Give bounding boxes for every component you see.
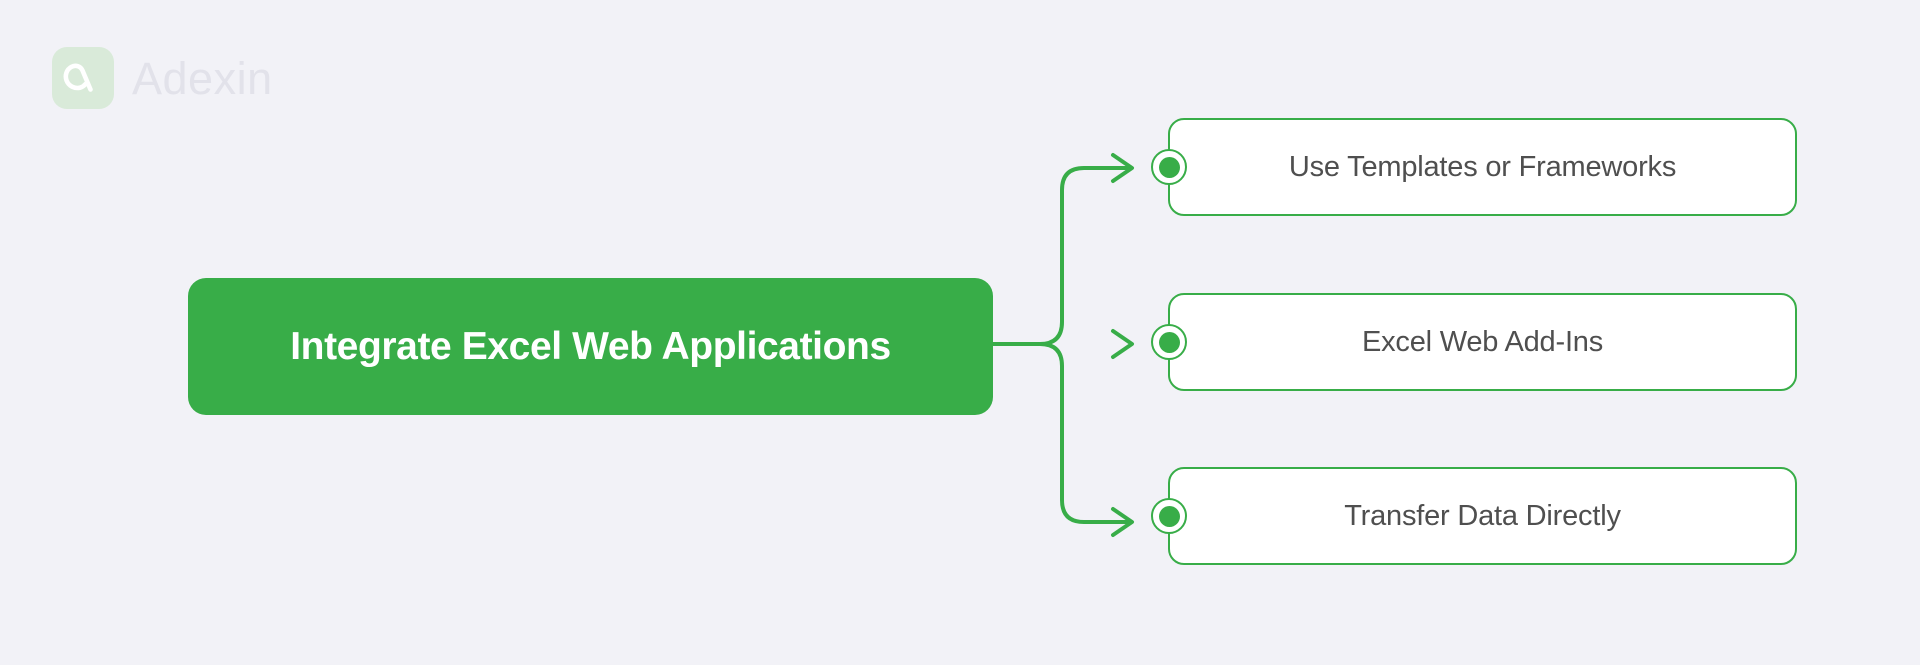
- brand-name: Adexin: [132, 52, 273, 104]
- adexin-a-mark-icon: [52, 47, 114, 109]
- green-dot-icon: [1151, 149, 1187, 185]
- branch-node-use-templates-or-frameworks[interactable]: Use Templates or Frameworks: [1151, 118, 1797, 216]
- root-node[interactable]: Integrate Excel Web Applications: [188, 278, 993, 415]
- brand-logo: Adexin: [52, 47, 273, 109]
- root-node-label: Integrate Excel Web Applications: [290, 324, 891, 368]
- arrowhead-3-icon: [1111, 507, 1134, 537]
- branch-node-label: Use Templates or Frameworks: [1288, 150, 1677, 183]
- branch-node-excel-web-add-ins[interactable]: Excel Web Add-Ins: [1151, 293, 1797, 391]
- connector-branch-3: [1038, 342, 1130, 524]
- green-dot-icon: [1151, 498, 1187, 534]
- arrowhead-2-icon: [1111, 329, 1134, 359]
- branch-node-label: Excel Web Add-Ins: [1361, 325, 1604, 358]
- branch-node-transfer-data-directly[interactable]: Transfer Data Directly: [1151, 467, 1797, 565]
- green-dot-icon: [1151, 324, 1187, 360]
- branch-node-label: Transfer Data Directly: [1344, 499, 1621, 532]
- connector-branch-1: [1038, 166, 1130, 346]
- arrowhead-1-icon: [1111, 153, 1134, 183]
